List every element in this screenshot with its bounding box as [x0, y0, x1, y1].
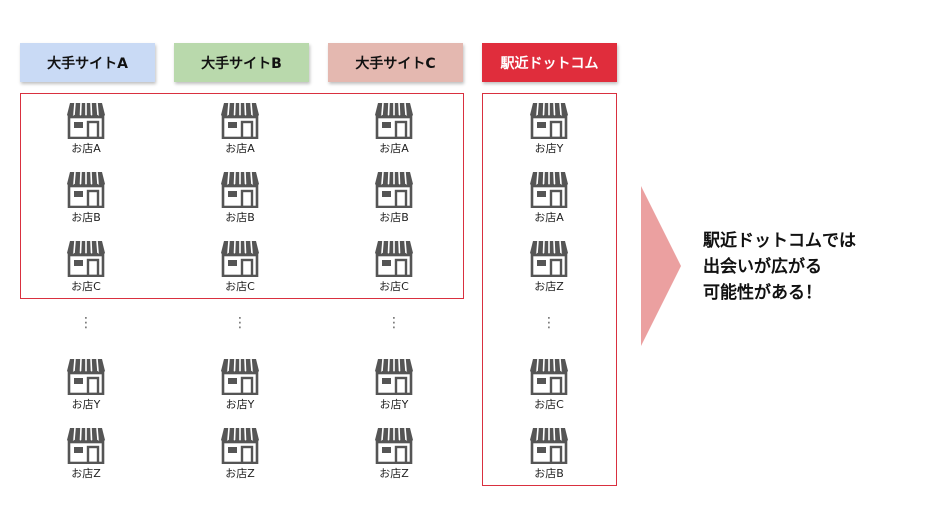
shop-label: お店C — [71, 280, 101, 293]
shop-icon — [67, 427, 105, 464]
ellipsis: ⋮ — [542, 315, 556, 331]
shop-label: お店Y — [379, 398, 409, 411]
shop-item: お店A — [364, 101, 424, 156]
shop-icon — [221, 427, 259, 464]
shop-label: お店Z — [534, 280, 564, 293]
shop-label: お店A — [534, 211, 564, 224]
shop-label: お店B — [225, 211, 255, 224]
shop-item: お店A — [519, 170, 579, 225]
shop-icon — [530, 171, 568, 208]
shop-item: お店A — [210, 101, 270, 156]
shop-label: お店B — [379, 211, 409, 224]
shop-icon — [375, 427, 413, 464]
shop-icon — [530, 102, 568, 139]
ellipsis: ⋮ — [79, 315, 93, 331]
shop-label: お店C — [379, 280, 409, 293]
site-header-3: 大手サイトC — [328, 43, 463, 82]
shop-icon — [221, 358, 259, 395]
shop-item: お店C — [56, 239, 116, 294]
shop-icon — [375, 171, 413, 208]
shop-label: お店A — [379, 142, 409, 155]
shop-icon — [375, 240, 413, 277]
ellipsis: ⋮ — [387, 315, 401, 331]
shop-icon — [67, 102, 105, 139]
shop-icon — [530, 240, 568, 277]
ekichika-column-box — [482, 93, 617, 486]
shop-label: お店Z — [225, 467, 255, 480]
message-line-3: 可能性がある！ — [703, 283, 822, 303]
shop-label: お店Z — [379, 467, 409, 480]
shop-icon — [67, 240, 105, 277]
site-header-4: 駅近ドットコム — [482, 43, 617, 82]
shop-item: お店B — [210, 170, 270, 225]
shop-icon — [375, 102, 413, 139]
shop-item: お店A — [56, 101, 116, 156]
shop-label: お店Y — [534, 142, 564, 155]
shop-label: お店A — [71, 142, 101, 155]
shop-item: お店C — [364, 239, 424, 294]
shop-icon — [221, 102, 259, 139]
message-line-2: 出会いが広がる — [703, 257, 822, 277]
shop-label: お店B — [534, 467, 564, 480]
site-header-2: 大手サイトB — [174, 43, 309, 82]
shop-label: お店C — [534, 398, 564, 411]
shop-item: お店B — [56, 170, 116, 225]
conclusion-message: 駅近ドットコムでは 出会いが広がる 可能性がある！ — [703, 228, 856, 306]
shop-icon — [530, 358, 568, 395]
arrow-right-icon — [641, 186, 681, 346]
site-header-1: 大手サイトA — [20, 43, 155, 82]
shop-item: お店B — [519, 426, 579, 481]
shop-icon — [67, 358, 105, 395]
shop-label: お店A — [225, 142, 255, 155]
shop-item: お店Y — [364, 357, 424, 412]
shop-item: お店B — [364, 170, 424, 225]
shop-item: お店C — [519, 357, 579, 412]
shop-label: お店C — [225, 280, 255, 293]
shop-item: お店Y — [56, 357, 116, 412]
shop-icon — [67, 171, 105, 208]
shop-item: お店Z — [56, 426, 116, 481]
message-line-1: 駅近ドットコムでは — [703, 231, 856, 251]
major-sites-highlight-box — [20, 93, 464, 299]
shop-icon — [221, 171, 259, 208]
shop-item: お店C — [210, 239, 270, 294]
shop-label: お店Y — [71, 398, 101, 411]
shop-item: お店Z — [519, 239, 579, 294]
shop-label: お店Y — [225, 398, 255, 411]
shop-label: お店B — [71, 211, 101, 224]
shop-item: お店Y — [210, 357, 270, 412]
shop-icon — [530, 427, 568, 464]
shop-item: お店Z — [364, 426, 424, 481]
ellipsis: ⋮ — [233, 315, 247, 331]
shop-icon — [375, 358, 413, 395]
shop-item: お店Y — [519, 101, 579, 156]
shop-label: お店Z — [71, 467, 101, 480]
shop-item: お店Z — [210, 426, 270, 481]
shop-icon — [221, 240, 259, 277]
